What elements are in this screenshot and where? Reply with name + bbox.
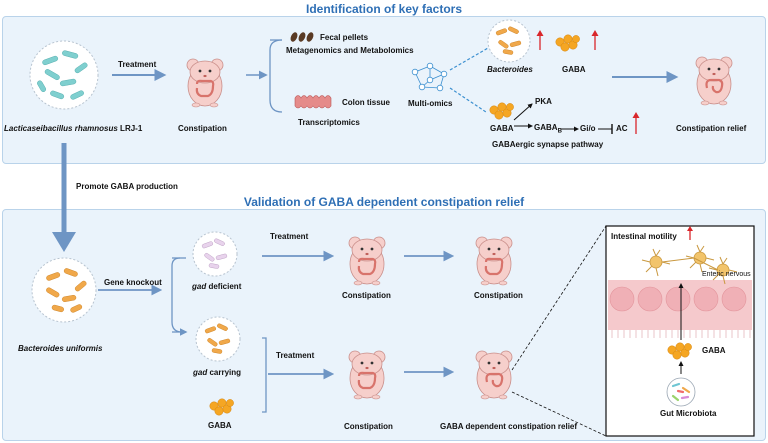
lrj-strain: LRJ-1 (117, 124, 143, 133)
relief-label-bottom: GABA dependent constipation relief (440, 422, 578, 431)
gad-deficient-label: gad deficient (192, 282, 241, 291)
pathway-label: GABAergic synapse pathway (492, 140, 604, 149)
top-title: Identification of key factors (305, 2, 463, 16)
gaba-label-bottom: GABA (208, 421, 232, 430)
microbiota-label: Gut Microbiota (660, 409, 717, 418)
gabab-label: GABAB (534, 123, 562, 135)
gaba-label-pathway: GABA (490, 124, 514, 133)
gaba-label-top: GABA (562, 65, 586, 74)
treatment-label-2: Treatment (276, 351, 315, 360)
gaba-molecules-bottom (209, 398, 234, 416)
gabab-sub: B (557, 128, 562, 135)
deficient-word: deficient (206, 282, 242, 291)
pka-label: PKA (535, 97, 552, 106)
constipation-label-top: Constipation (178, 124, 227, 133)
relieved-mouse-top (694, 55, 734, 107)
gene-knockout-label: Gene knockout (104, 278, 162, 287)
gad-word-2: gad (193, 368, 208, 377)
gad-carrying-dish (195, 316, 241, 362)
motility-label: Intestinal motility (611, 232, 677, 241)
meta-label: Metagenomics and Metabolomics (286, 46, 414, 55)
top-panel (2, 16, 766, 164)
lrj-bacteria-name: Lacticaseibacillus rhamnosus (4, 124, 118, 133)
colon-label: Colon tissue (342, 98, 391, 107)
gaba-label-inset: GABA (702, 346, 726, 355)
treatment-label-top: Treatment (118, 60, 157, 69)
gaba-molecules-top (555, 34, 580, 52)
enteric-label: Enteric nervous (702, 271, 751, 278)
relieved-mouse-bottom (474, 349, 514, 401)
lrj-bacteria-dish (29, 40, 99, 110)
bacteroides-label: Bacteroides (487, 65, 533, 74)
gaba-molecules-pathway (489, 102, 514, 120)
gad-word-1: gad (192, 282, 207, 291)
promote-label: Promote GABA production (76, 182, 178, 191)
constipation-label-1: Constipation (342, 291, 391, 300)
bu-bacteria-label: Bacteroides uniformis (18, 344, 103, 353)
lrj-bacteria-label: Lacticaseibacillus rhamnosus LRJ-1 (4, 124, 142, 133)
constipated-mouse-carrying (347, 349, 387, 401)
fecal-label: Fecal pellets (320, 33, 369, 42)
gio-label: Gi/o (580, 124, 596, 133)
bu-bacteria-dish (31, 257, 97, 323)
carrying-word: carrying (207, 368, 242, 377)
colon-tissue-icon (294, 95, 332, 109)
constipated-mouse-top (185, 57, 225, 109)
network-icon (411, 62, 448, 92)
constipation-label-2: Constipation (474, 291, 523, 300)
gad-carrying-label: gad carrying (193, 368, 241, 377)
transcriptomics-label: Transcriptomics (298, 118, 360, 127)
treatment-label-1: Treatment (270, 232, 309, 241)
relief-label-top: Constipation relief (676, 124, 747, 133)
bottom-title: Validation of GABA dependent constipatio… (243, 195, 525, 209)
constipated-mouse-deficient (347, 235, 387, 287)
intestinal-inset (605, 225, 755, 437)
bacteroides-dish (487, 19, 531, 63)
ac-label: AC (616, 124, 628, 133)
gabab-main: GABA (534, 123, 558, 132)
constipation-label-3: Constipation (344, 422, 393, 431)
multiomics-label: Multi-omics (408, 99, 453, 108)
constipated-mouse-deficient-after (474, 235, 514, 287)
fecal-pellets-icon (290, 32, 314, 42)
gad-deficient-dish (192, 231, 238, 277)
